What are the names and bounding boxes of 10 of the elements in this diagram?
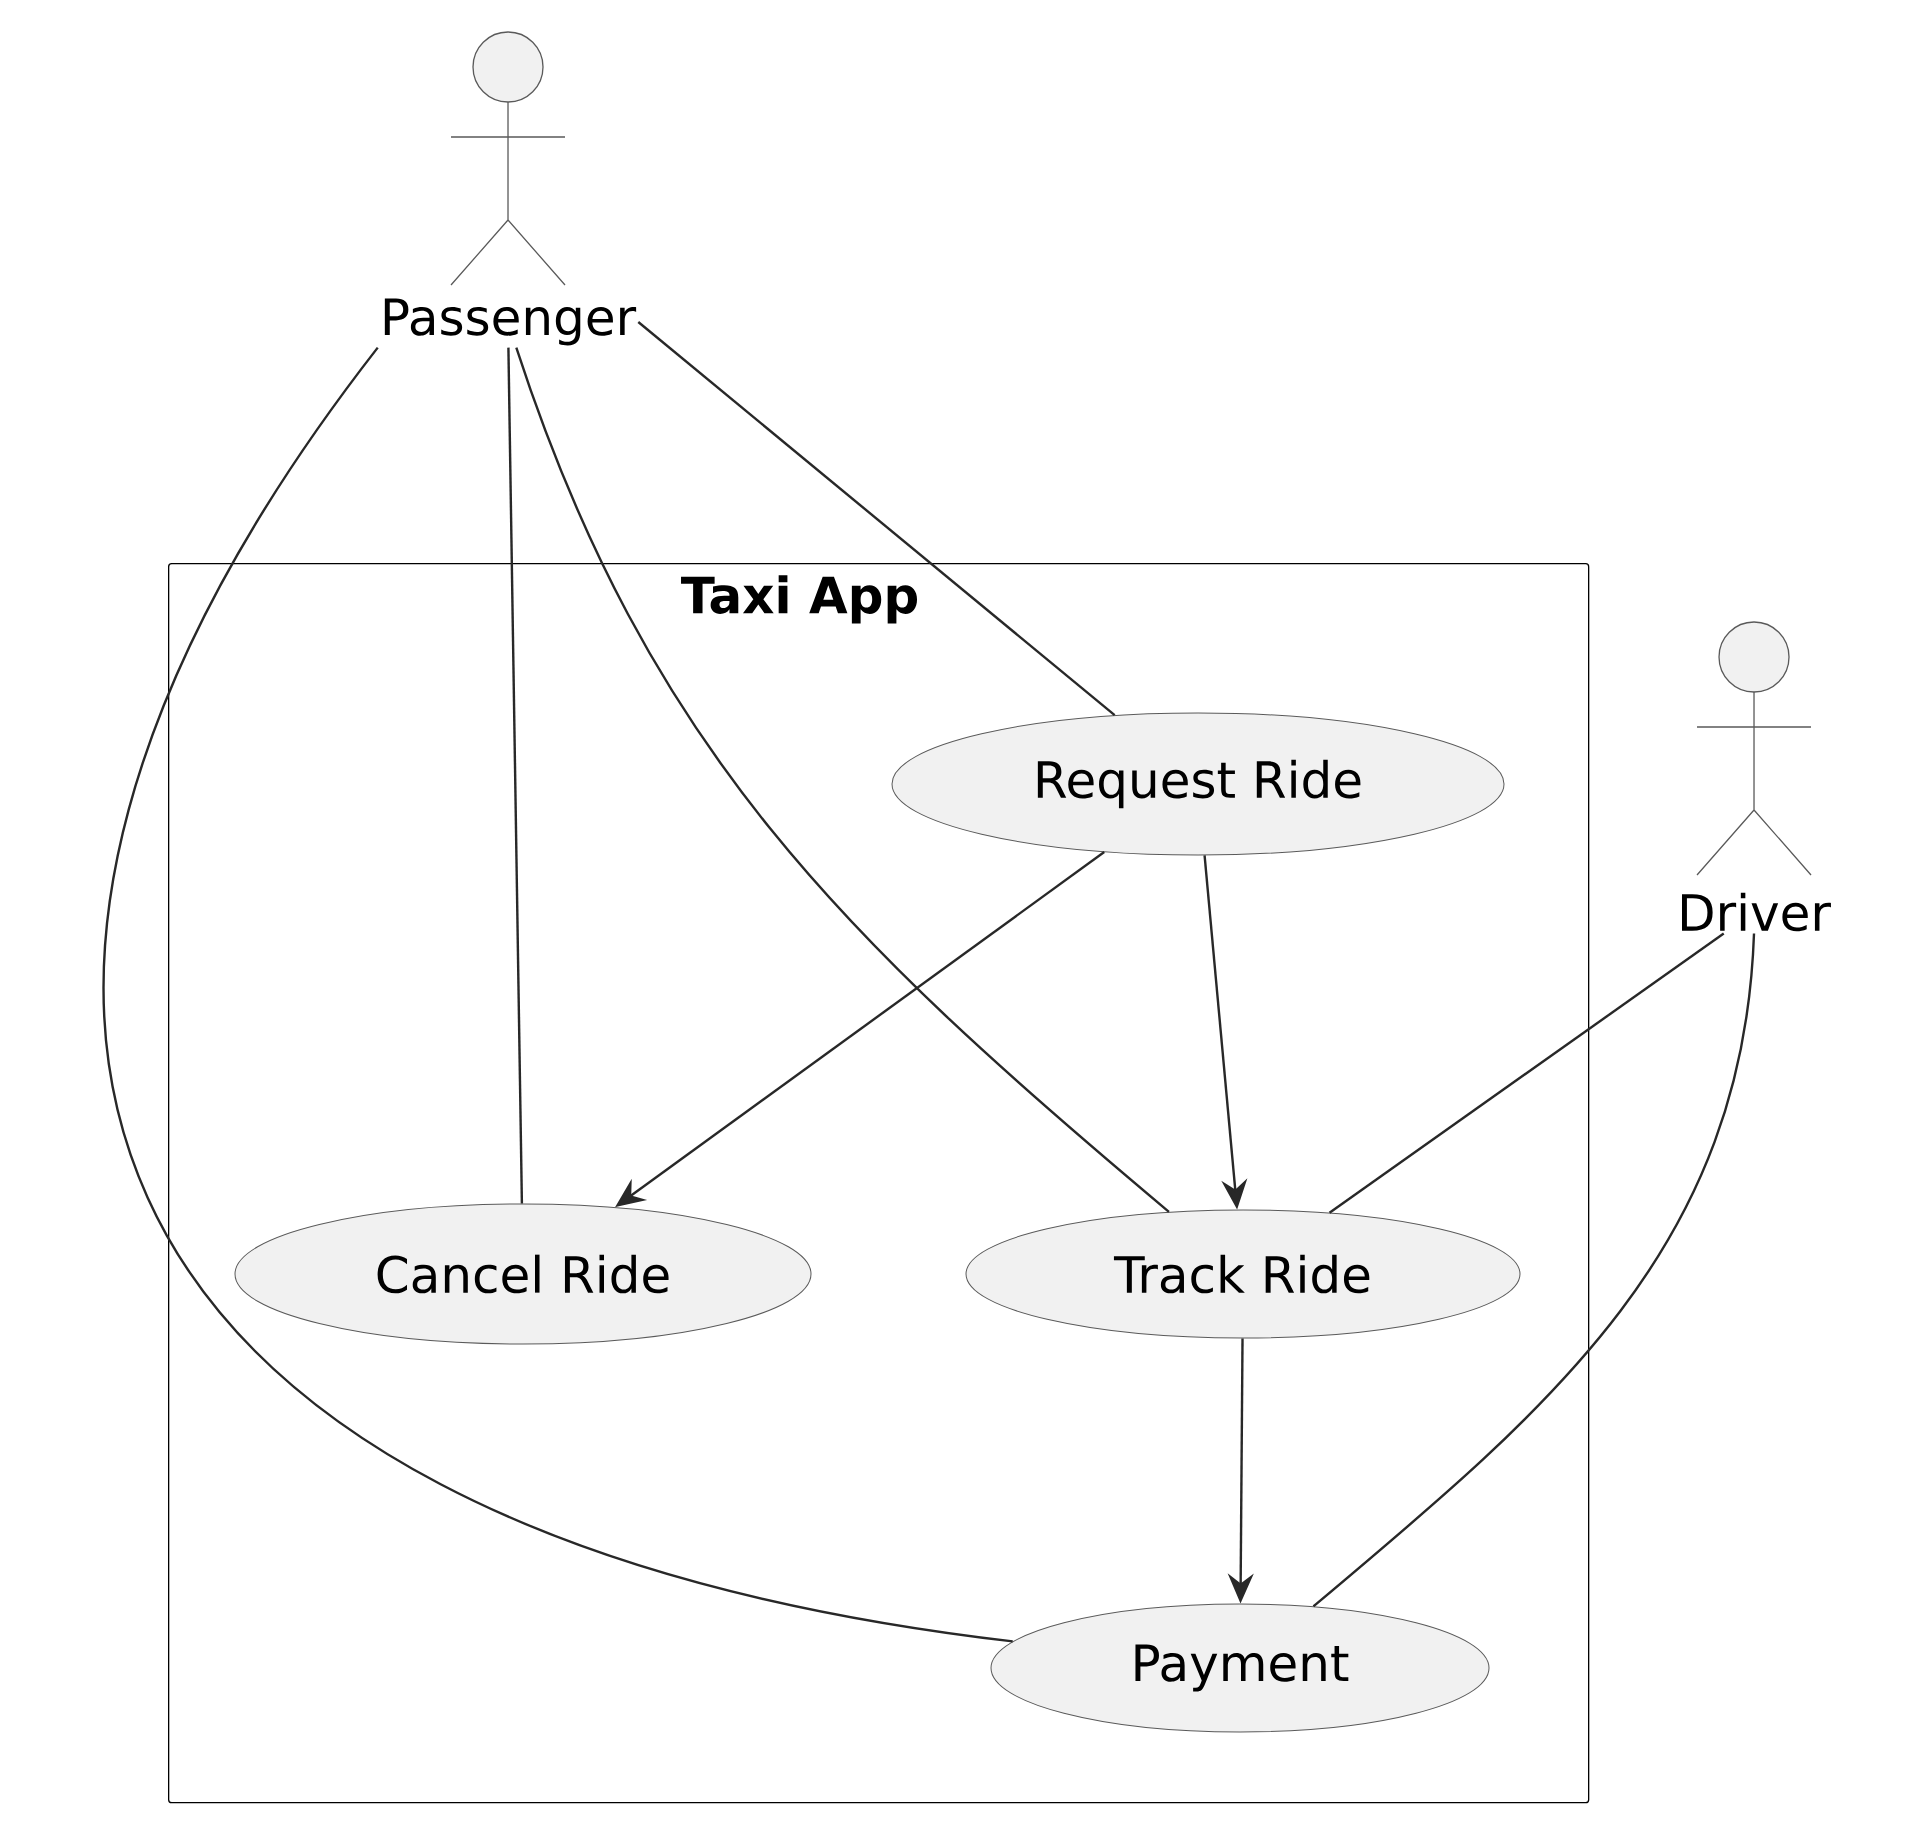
actor: Driver xyxy=(1682,621,1831,932)
actor: Passenger xyxy=(384,31,637,346)
association-line xyxy=(515,347,1170,1213)
association-line xyxy=(1328,932,1725,1214)
association-line xyxy=(507,347,524,1204)
node-label: Passenger xyxy=(384,298,637,346)
association-line xyxy=(1312,933,1756,1608)
association-line xyxy=(637,321,1116,717)
node-label: Driver xyxy=(1682,892,1831,932)
association-line xyxy=(104,346,1013,1643)
